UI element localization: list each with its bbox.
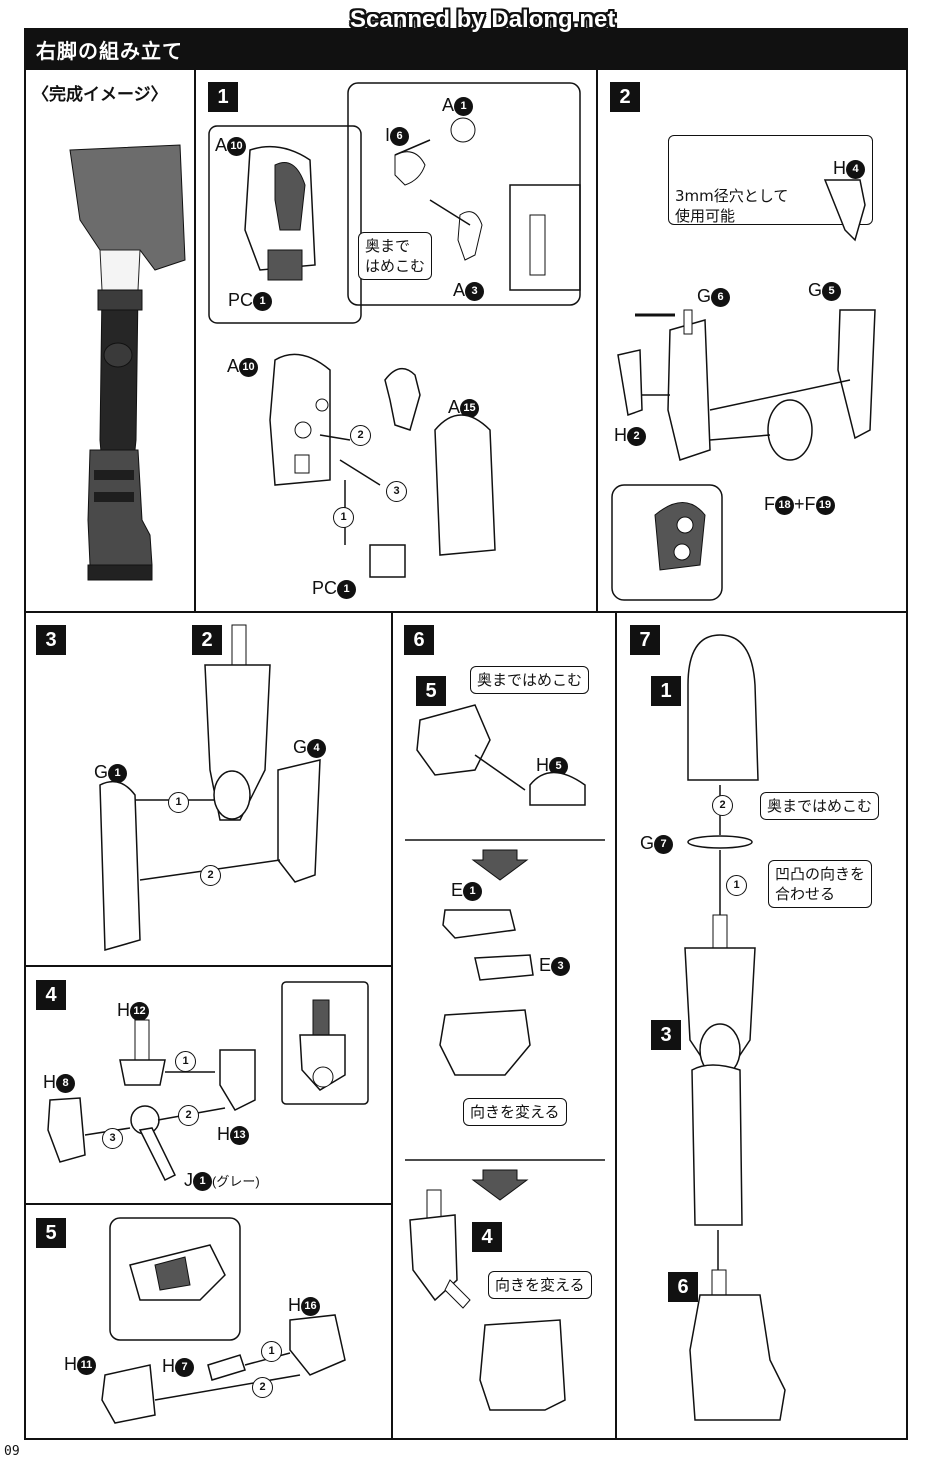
completed-image-label: 〈完成イメージ〉 (32, 85, 168, 104)
page-title: 右脚の組み立て (36, 39, 183, 63)
watermark: Scanned by Dalong.net (350, 6, 616, 33)
step-6-subassembly-4: 4 (472, 1222, 502, 1252)
step-3-number: 3 (36, 625, 66, 655)
step-3-illustration (99, 624, 321, 951)
step-7-subassembly-3: 3 (651, 1020, 681, 1050)
step-7-illustration (684, 634, 786, 1421)
step-1-callout: 奥まではめこむ (358, 232, 433, 280)
step-6-callout-press: 奥まではめこむ (470, 666, 590, 694)
step-4-order-1: 1 (175, 1050, 196, 1072)
step-3-subassembly-number: 2 (192, 625, 222, 655)
step-7-callout-press: 奥まではめこむ (760, 792, 880, 820)
step-4-order-3: 3 (102, 1127, 123, 1149)
step-5-number: 5 (36, 1218, 66, 1248)
step-1-order-3: 3 (386, 480, 407, 502)
page-number: 09 (4, 1444, 20, 1459)
completed-leg-illustration (69, 144, 186, 581)
step-6-number: 6 (404, 625, 434, 655)
step-7-subassembly-1: 1 (651, 676, 681, 706)
step-5-order-2: 2 (252, 1376, 273, 1398)
step-4-number: 4 (36, 980, 66, 1010)
step-1-illustration (244, 117, 581, 578)
step-5-illustration (101, 1217, 346, 1424)
step-1-order-2: 2 (350, 424, 371, 446)
step-6-callout-rotate-2: 向きを変える (488, 1271, 592, 1299)
step-1-number: 1 (208, 82, 238, 112)
step-1-order-1: 1 (333, 506, 354, 528)
step-7-panel (615, 611, 908, 1440)
step-7-number: 7 (630, 625, 660, 655)
step-1-inset-frame (208, 125, 362, 324)
step-6-subassembly-5: 5 (416, 676, 446, 706)
step-7-callout-align: 凹凸の向きを合わせる (768, 860, 873, 908)
step-2-number: 2 (610, 82, 640, 112)
step-3-order-2: 2 (200, 864, 221, 886)
step-7-order-1: 1 (726, 874, 747, 896)
step-6-illustration (405, 704, 605, 1411)
step-7-subassembly-6: 6 (668, 1272, 698, 1302)
step-4-order-2: 2 (178, 1104, 199, 1126)
step-7-order-2: 2 (712, 794, 733, 816)
step-6-callout-rotate-1: 向きを変える (463, 1098, 567, 1126)
step-3-order-1: 1 (168, 791, 189, 813)
step-2-illustration (611, 179, 876, 601)
step-4-illustration (47, 981, 369, 1182)
header-bar (24, 28, 908, 70)
step-5-order-1: 1 (261, 1340, 282, 1362)
